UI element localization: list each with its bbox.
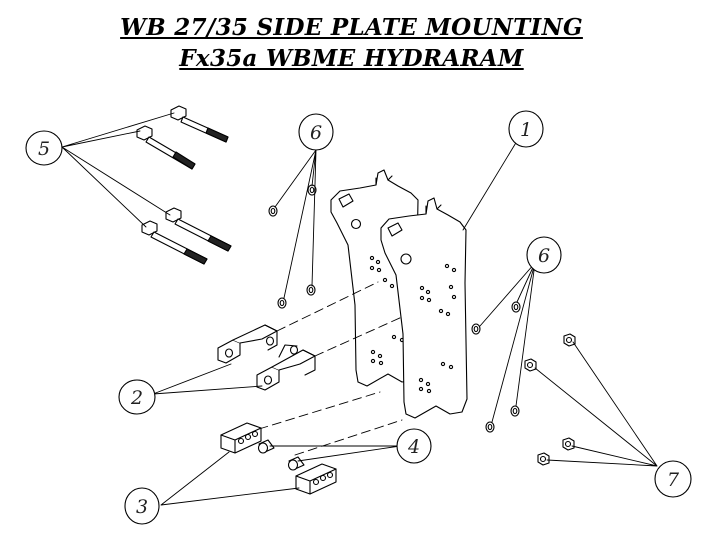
nut [524, 358, 537, 372]
nut [563, 333, 576, 347]
callout-3: 3 [124, 487, 160, 525]
callout-2: 2 [118, 379, 156, 415]
callout-label: 4 [407, 436, 420, 458]
side-plate-front [380, 197, 468, 419]
callout-6-left: 6 [298, 113, 334, 151]
side-plates-part-1 [330, 169, 468, 419]
bolt [170, 105, 229, 143]
callout-1: 1 [508, 110, 544, 148]
leader-lines [61, 112, 658, 506]
washers-part-6-left [268, 184, 317, 309]
callout-label: 1 [520, 119, 532, 141]
bolt [165, 207, 232, 252]
clamp-blocks-part-3 [220, 422, 337, 495]
callout-7: 7 [654, 460, 692, 498]
bolts-part-5 [136, 105, 232, 265]
nut [562, 437, 575, 451]
pins-part-4 [257, 439, 305, 471]
callout-label: 2 [130, 387, 143, 409]
assembly-guide-lines [258, 281, 403, 456]
nut [537, 452, 550, 466]
callout-label: 7 [667, 469, 680, 491]
washers-part-6-right [471, 301, 521, 433]
callout-label: 6 [310, 122, 322, 144]
bolt [141, 220, 208, 265]
spacer-blocks-part-2 [217, 324, 316, 391]
callout-6-right: 6 [526, 236, 562, 274]
callout-label: 5 [38, 138, 50, 160]
callout-4: 4 [396, 428, 432, 464]
callout-label: 3 [136, 496, 148, 518]
drawing-title-line-2: Fx35a WBME HYDRARAM [179, 45, 524, 72]
bolt [136, 125, 196, 170]
drawing-title-line-1: WB 27/35 SIDE PLATE MOUNTING [120, 14, 583, 41]
nuts-part-7 [524, 333, 576, 466]
callout-5: 5 [25, 130, 63, 166]
callout-label: 6 [538, 245, 550, 267]
